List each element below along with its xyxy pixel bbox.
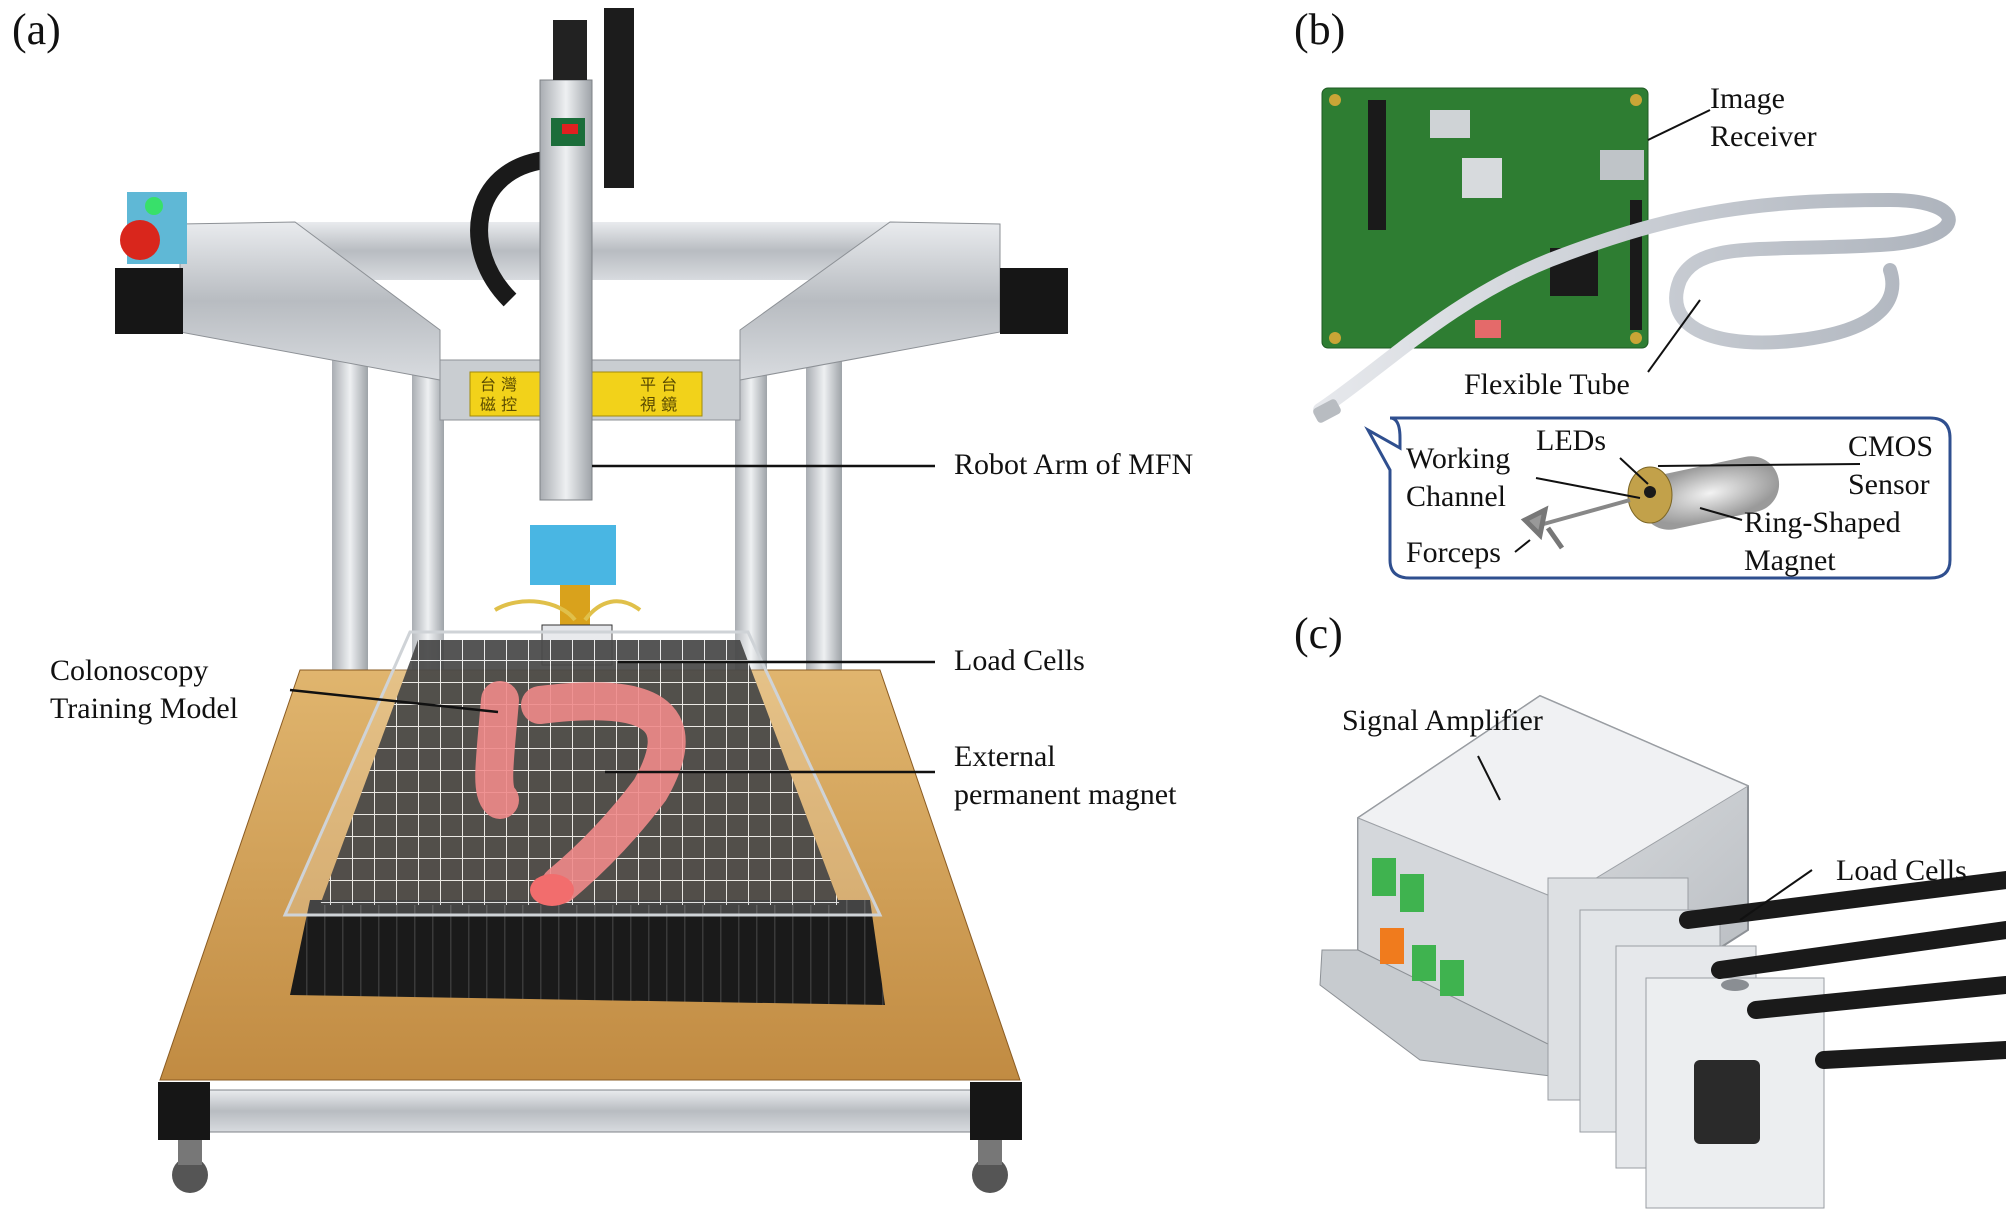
colon-opening [530,874,574,906]
leader-line [1699,507,1743,521]
signage-text: 台 灣 [480,375,517,394]
cable-chain [604,8,634,188]
leader-line [1647,299,1701,373]
annotation-line: CMOS [1848,430,1934,463]
annotation-leds: LEDs [1536,424,1606,457]
flexible-tube [1313,192,1956,417]
endoscope-tip [1313,399,1341,423]
annotation-cmos-sensor: CMOS Sensor [1848,428,1933,504]
forceps-jaw [1520,505,1565,550]
load-cell-hole [1721,979,1749,991]
annotation-line: Image [1710,82,1785,115]
pcb-components [1329,94,1644,344]
signage-text: 平 台 [640,375,677,394]
leader-line [1535,477,1641,499]
cmos-lens [1644,486,1656,498]
annotation-line: Colonoscopy [50,654,209,687]
frame-corner-block [115,268,183,334]
annotation-line: Ring-Shaped [1744,506,1901,539]
leader-line [1657,463,1861,467]
leader-line [1619,457,1649,485]
frame-corner-block [970,1082,1022,1140]
panel-label-c: (c) [1294,609,1343,658]
leader-line [1514,539,1531,553]
terminal-block [1412,945,1436,981]
terminal-block [1380,928,1404,964]
panel-a-photo: 台 灣 平 台 磁 控 視 鏡 [115,8,1068,1193]
capsule-body [1640,456,1780,530]
black-mat [290,900,885,1005]
cyan-mount [530,525,616,585]
annotation-line: permanent magnet [954,778,1177,811]
terminal-block [1372,858,1396,896]
leader-line [289,688,499,714]
annotation-working-channel: Working Channel [1406,440,1510,516]
annotation-line: Channel [1406,480,1506,513]
annotation-load-cells-a: Load Cells [954,644,1085,677]
load-cells-group [1547,877,1825,1209]
colonoscopy-training-model [475,681,686,904]
cable-loop [470,151,547,307]
annotation-line: Sensor [1848,468,1930,501]
front-rail [159,1089,1021,1133]
panel-label-b: (b) [1294,5,1346,54]
caster-wheel [972,1157,1008,1193]
display-module [562,124,578,134]
annotation-line: External [954,740,1056,773]
robot-arm-column [539,79,593,501]
terminal-block [1440,960,1464,996]
frame-corner-block [1000,268,1068,334]
annotation-line: Training Model [50,692,239,725]
panel-c-photo [1319,694,2006,1209]
caster-bracket [178,1140,202,1165]
terminal-block [1400,874,1424,912]
annotation-ring-magnet: Ring-Shaped Magnet [1744,504,1901,580]
annotation-image-receiver: Image Receiver [1710,80,1817,156]
emergency-stop-button [120,220,160,260]
load-cell-cables [1679,871,2006,1069]
panel-b-photo [1313,87,1956,580]
signage-text: 視 鏡 [640,395,677,414]
signage-text: 磁 控 [480,395,517,414]
acrylic-plate [282,630,883,917]
caster-bracket [978,1140,1002,1165]
annotation-training-model: Colonoscopy Training Model [50,652,238,728]
wires [493,599,642,622]
stepper-motor [553,20,587,80]
annotation-signal-amplifier: Signal Amplifier [1342,704,1543,737]
forceps-shaft [1539,498,1631,527]
panel-label-a: (a) [12,5,61,54]
leader-line [1739,869,1813,921]
annotation-line: Receiver [1710,120,1817,153]
annotation-load-cells-c: Load Cells [1836,854,1967,887]
annotation-line: Working [1406,442,1511,475]
annotation-robot-arm: Robot Arm of MFN [954,448,1194,481]
frame-corner-block [158,1082,210,1140]
annotation-external-magnet: External permanent magnet [954,738,1176,814]
annotation-flexible-tube: Flexible Tube [1464,368,1630,401]
annotation-forceps: Forceps [1406,536,1501,569]
load-cell-window [1694,1060,1760,1144]
leader-line [1477,755,1501,801]
annotation-line: Magnet [1744,544,1836,577]
caster-wheel [172,1157,208,1193]
leader-line [1647,109,1711,141]
indicator-lamp [145,197,163,215]
